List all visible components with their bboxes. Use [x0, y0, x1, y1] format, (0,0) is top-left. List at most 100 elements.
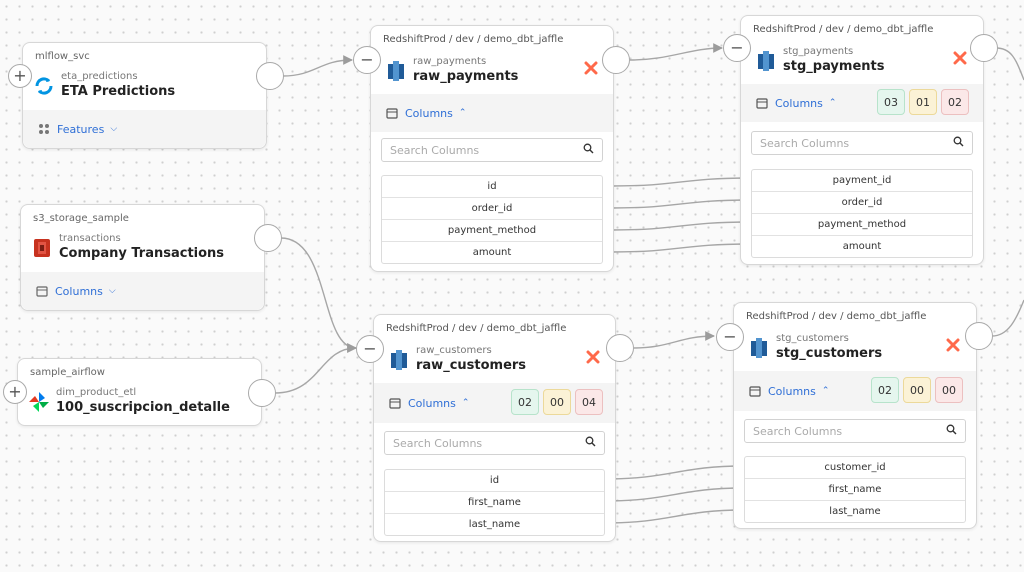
- node-output-handle[interactable]: [248, 379, 276, 407]
- column-row[interactable]: last_name: [829, 506, 881, 517]
- edge-col-id-payment-id: [611, 177, 751, 187]
- s3-node[interactable]: s3_storage_sample transactions Company T…: [20, 204, 265, 311]
- breadcrumb: RedshiftProd / dev / demo_dbt_jaffle: [753, 24, 934, 35]
- node-subtitle: dim_product_etl: [56, 387, 137, 398]
- column-row[interactable]: amount: [842, 241, 882, 252]
- node-title: raw_payments: [413, 69, 519, 84]
- raw-payments-node[interactable]: RedshiftProd / dev / demo_dbt_jaffle raw…: [370, 25, 614, 272]
- column-row[interactable]: payment_method: [382, 220, 602, 242]
- column-row[interactable]: payment_method: [752, 214, 972, 236]
- edge-raw-stg-customers: [633, 331, 715, 349]
- edge-stg-payments-out: [995, 47, 1024, 81]
- expand-upstream-button[interactable]: +: [3, 380, 27, 404]
- mlflow-icon: [33, 75, 55, 97]
- column-row[interactable]: id: [382, 176, 602, 198]
- node-service-name: mlflow_svc: [35, 51, 90, 62]
- columns-toggle[interactable]: Columns ⌃: [755, 96, 836, 110]
- node-subtitle: eta_predictions: [61, 71, 138, 82]
- chevron-up-icon: ⌃: [458, 108, 467, 118]
- expand-upstream-button[interactable]: +: [8, 64, 32, 88]
- search-icon: [946, 424, 957, 438]
- node-output-handle[interactable]: [256, 62, 284, 90]
- dbt-icon: [953, 51, 967, 65]
- column-row[interactable]: first_name: [385, 492, 604, 514]
- columns-toggle[interactable]: Columns ⌵: [35, 284, 116, 298]
- redshift-icon: [385, 60, 407, 82]
- edge-col-order-id: [611, 199, 751, 209]
- breadcrumb: RedshiftProd / dev / demo_dbt_jaffle: [386, 323, 567, 334]
- airflow-node[interactable]: sample_airflow dim_product_etl 100_suscr…: [17, 358, 262, 426]
- collapse-upstream-button[interactable]: −: [356, 335, 384, 363]
- badge-count: 02: [511, 389, 539, 415]
- search-placeholder: Search Columns: [393, 436, 483, 450]
- features-toggle[interactable]: Features ⌵: [37, 122, 117, 136]
- columns-toggle[interactable]: Columns ⌃: [748, 384, 829, 398]
- search-placeholder: Search Columns: [753, 424, 843, 438]
- column-row[interactable]: order_id: [382, 198, 602, 220]
- chevron-up-icon: ⌃: [461, 398, 470, 408]
- search-columns-input[interactable]: Search Columns: [744, 419, 966, 443]
- raw-customers-node[interactable]: RedshiftProd / dev / demo_dbt_jaffle raw…: [373, 314, 616, 542]
- collapse-upstream-button[interactable]: −: [723, 34, 751, 62]
- edge-col-last-name: [604, 509, 744, 524]
- search-placeholder: Search Columns: [390, 143, 480, 157]
- edge-col-first-name: [604, 487, 744, 502]
- column-row[interactable]: last_name: [468, 519, 521, 530]
- search-columns-input[interactable]: Search Columns: [381, 138, 603, 162]
- columns-label: Columns: [775, 96, 823, 110]
- redshift-icon: [748, 337, 770, 359]
- dbt-icon: [584, 61, 598, 75]
- edge-stg-customers-out: [991, 299, 1024, 337]
- columns-icon: [385, 106, 399, 120]
- s3-icon: [31, 237, 53, 259]
- mlflow-node[interactable]: mlflow_svc eta_predictions ETA Predictio…: [22, 42, 267, 149]
- search-icon: [953, 136, 964, 150]
- search-icon: [583, 143, 594, 157]
- columns-toggle[interactable]: Columns ⌃: [385, 106, 466, 120]
- collapse-upstream-button[interactable]: −: [353, 46, 381, 74]
- badge-count: 04: [575, 389, 603, 415]
- node-title: Company Transactions: [59, 246, 225, 261]
- edge-col-customer-id: [604, 465, 744, 480]
- column-row[interactable]: order_id: [752, 192, 972, 214]
- columns-icon: [388, 396, 402, 410]
- columns-label: Columns: [55, 284, 103, 298]
- column-row[interactable]: customer_id: [745, 457, 965, 479]
- breadcrumb: RedshiftProd / dev / demo_dbt_jaffle: [746, 311, 927, 322]
- stg-payments-node[interactable]: RedshiftProd / dev / demo_dbt_jaffle stg…: [740, 15, 984, 265]
- redshift-icon: [755, 50, 777, 72]
- node-output-handle[interactable]: [970, 34, 998, 62]
- dbt-icon: [946, 338, 960, 352]
- badge-count: 01: [909, 89, 937, 115]
- node-title: raw_customers: [416, 358, 527, 373]
- badge-count: 02: [941, 89, 969, 115]
- node-output-handle[interactable]: [965, 322, 993, 350]
- search-placeholder: Search Columns: [760, 136, 850, 150]
- stg-customers-node[interactable]: RedshiftProd / dev / demo_dbt_jaffle stg…: [733, 302, 977, 529]
- edge-airflow-raw-customers: [274, 343, 357, 394]
- column-list: payment_id order_id payment_method amoun…: [751, 169, 973, 258]
- chevron-down-icon: ⌵: [108, 286, 116, 296]
- breadcrumb: RedshiftProd / dev / demo_dbt_jaffle: [383, 34, 564, 45]
- node-subtitle: stg_customers: [776, 333, 849, 344]
- node-output-handle[interactable]: [606, 334, 634, 362]
- node-output-handle[interactable]: [254, 224, 282, 252]
- column-row[interactable]: id: [385, 470, 604, 492]
- badge-count: 03: [877, 89, 905, 115]
- node-output-handle[interactable]: [602, 46, 630, 74]
- badge-count: 00: [903, 377, 931, 403]
- columns-label: Columns: [408, 396, 456, 410]
- columns-toggle[interactable]: Columns ⌃: [388, 396, 469, 410]
- node-title: ETA Predictions: [61, 84, 176, 99]
- column-row[interactable]: first_name: [745, 479, 965, 501]
- node-subtitle: raw_payments: [413, 56, 487, 67]
- node-service-name: sample_airflow: [30, 367, 105, 378]
- redshift-icon: [388, 349, 410, 371]
- edge-col-payment-method: [611, 221, 751, 231]
- search-columns-input[interactable]: Search Columns: [751, 131, 973, 155]
- search-columns-input[interactable]: Search Columns: [384, 431, 605, 455]
- column-row[interactable]: amount: [472, 247, 512, 258]
- collapse-upstream-button[interactable]: −: [716, 323, 744, 351]
- column-list: id order_id payment_method amount: [381, 175, 603, 264]
- column-row[interactable]: payment_id: [752, 170, 972, 192]
